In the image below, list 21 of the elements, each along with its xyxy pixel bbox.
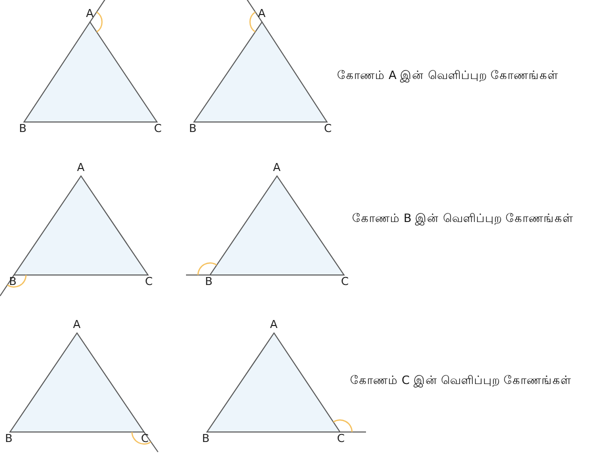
caption: கோணம் B இன் வெளிப்புற கோணங்கள்	[352, 211, 574, 225]
vertex-label: A	[86, 8, 94, 20]
vertex-label: C	[154, 123, 162, 135]
vertex-label: C	[141, 433, 149, 445]
vertex-label: C	[341, 276, 349, 288]
vertex-label: B	[5, 433, 13, 445]
vertex-label: C	[337, 433, 345, 445]
vertex-label: A	[270, 319, 278, 331]
vertex-label: A	[73, 319, 81, 331]
vertex-label: B	[202, 433, 210, 445]
vertex-label: B	[19, 123, 27, 135]
vertex-label: B	[9, 276, 17, 288]
caption: கோணம் C இன் வெளிப்புற கோணங்கள்	[350, 373, 572, 387]
vertex-label: B	[189, 123, 197, 135]
vertex-label: A	[77, 162, 85, 174]
vertex-label: C	[324, 123, 332, 135]
caption: கோணம் A இன் வெளிப்புற கோணங்கள்	[337, 68, 558, 82]
vertex-label: C	[145, 276, 153, 288]
vertex-label: B	[205, 276, 213, 288]
vertex-label: A	[273, 162, 281, 174]
vertex-label: A	[258, 8, 266, 20]
